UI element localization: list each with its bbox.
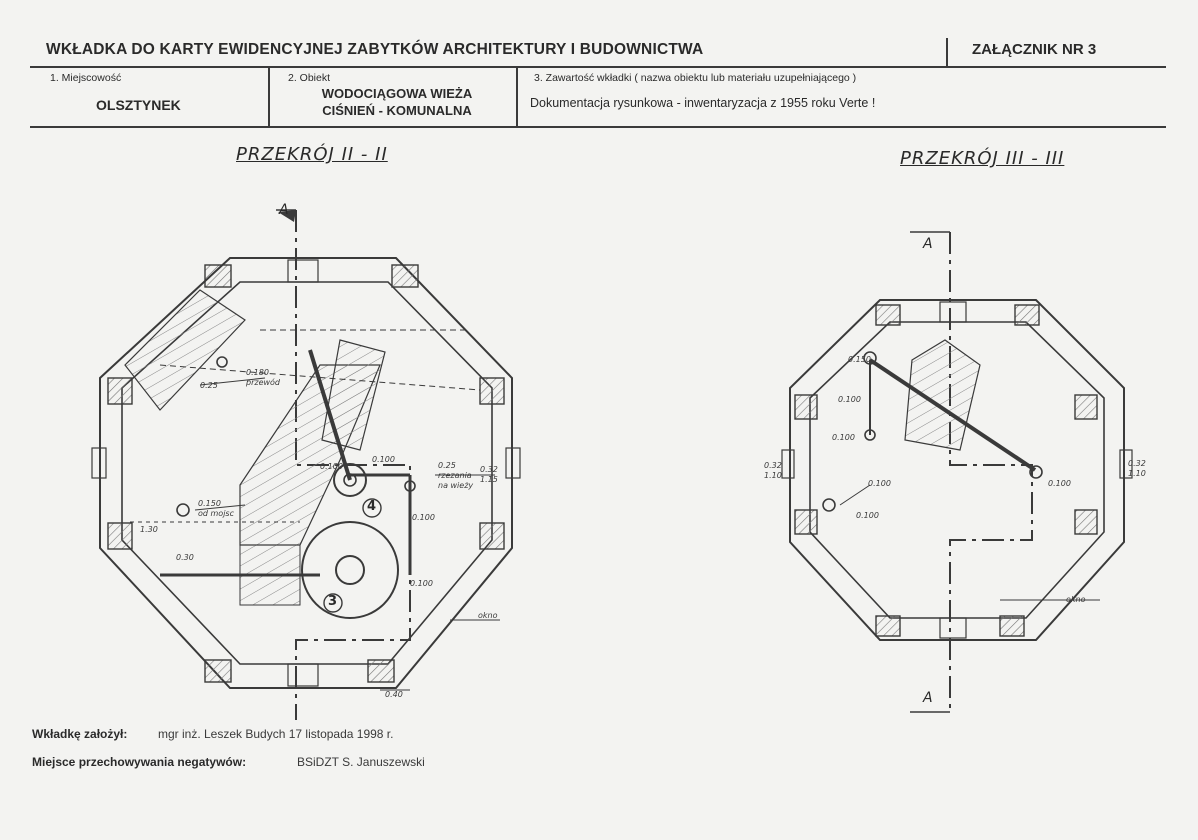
svg-text:0.100: 0.100 — [868, 479, 891, 488]
plan-number-3: 3 — [328, 594, 338, 609]
plan-number-4: 4 — [367, 499, 377, 514]
fields-rule-bottom — [30, 126, 1166, 128]
section-marker-left-top: A — [279, 202, 290, 218]
author-label: Wkładkę założył: — [32, 727, 128, 741]
left-plan-labels: 0.180 przewód 0.25 0.150 od mojsc 1.30 0… — [140, 368, 498, 699]
right-plan — [781, 231, 1133, 713]
svg-text:0.100: 0.100 — [838, 395, 861, 404]
object-value-line2: CIŚNIEŃ - KOMUNALNA — [322, 103, 472, 118]
svg-text:okno: okno — [478, 611, 498, 620]
svg-text:0.32: 0.32 — [480, 465, 498, 474]
svg-text:przewód: przewód — [245, 377, 281, 387]
svg-text:1.10: 1.10 — [1128, 469, 1146, 478]
author-value: mgr inż. Leszek Budych 17 listopada 1998… — [158, 727, 394, 741]
svg-text:0.100: 0.100 — [856, 511, 879, 520]
header-divider — [946, 38, 948, 68]
annex-number: ZAŁĄCZNIK NR 3 — [972, 41, 1097, 58]
section-marker-right-top: A — [923, 236, 934, 252]
svg-text:rzezania: rzezania — [438, 471, 472, 480]
svg-text:0.25: 0.25 — [200, 381, 218, 390]
svg-text:1.30: 1.30 — [140, 525, 158, 534]
svg-text:0.100: 0.100 — [832, 433, 855, 442]
svg-text:0.180: 0.180 — [246, 368, 269, 377]
svg-text:1.15: 1.15 — [480, 475, 498, 484]
svg-text:0.100: 0.100 — [320, 462, 343, 471]
svg-text:1.10: 1.10 — [764, 471, 782, 480]
field-divider-2 — [516, 68, 518, 128]
svg-text:od mojsc: od mojsc — [198, 509, 235, 518]
left-plan — [91, 209, 521, 720]
svg-text:0.100: 0.100 — [410, 579, 433, 588]
place-label: 1. Miejscowość — [50, 72, 122, 84]
svg-text:0.100: 0.100 — [1048, 479, 1071, 488]
negatives-label: Miejsce przechowywania negatywów: — [32, 755, 247, 769]
svg-text:0.100: 0.100 — [412, 513, 435, 522]
svg-text:0.100: 0.100 — [372, 455, 395, 464]
svg-text:0.32: 0.32 — [1128, 459, 1146, 468]
left-plan-numbers — [323, 498, 382, 613]
header-rule-bottom — [30, 66, 1166, 68]
svg-text:okno: okno — [1066, 595, 1086, 604]
field-divider-1 — [268, 68, 270, 128]
svg-text:0.150: 0.150 — [848, 355, 871, 364]
document-title: WKŁADKA DO KARTY EWIDENCYJNEJ ZABYTKÓW A… — [46, 41, 704, 58]
svg-text:0.30: 0.30 — [176, 553, 194, 562]
content-value: Dokumentacja rysunkowa - inwentaryzacja … — [530, 96, 876, 110]
svg-text:0.25: 0.25 — [438, 461, 456, 470]
svg-text:0.32: 0.32 — [764, 461, 782, 470]
svg-text:0.40: 0.40 — [385, 690, 403, 699]
left-section-title: PRZEKRÓJ II - II — [236, 144, 388, 165]
section-marker-right-bottom: A — [923, 690, 934, 706]
content-label: 3. Zawartość wkładki ( nazwa obiektu lub… — [534, 72, 857, 84]
svg-text:na wieży: na wieży — [438, 481, 473, 490]
svg-text:0.150: 0.150 — [198, 499, 221, 508]
right-section-title: PRZEKRÓJ III - III — [900, 148, 1065, 169]
place-value: OLSZTYNEK — [96, 97, 181, 113]
negatives-value: BSiDZT S. Januszewski — [297, 755, 425, 769]
right-plan-labels: 0.150 0.100 0.100 0.100 0.100 0.32 1.10 … — [764, 355, 1146, 604]
object-label: 2. Obiekt — [288, 72, 331, 84]
object-value-line1: WODOCIĄGOWA WIEŻA — [321, 86, 473, 101]
